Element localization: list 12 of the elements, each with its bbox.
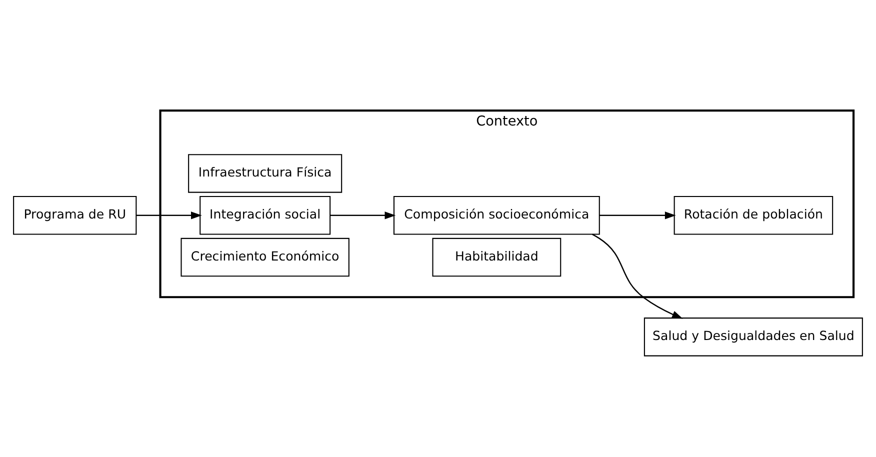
node-box: Infraestructura Física bbox=[188, 154, 342, 192]
node-box: Crecimiento Económico bbox=[180, 237, 350, 276]
arrow bbox=[136, 211, 202, 219]
node-box: Habitabilidad bbox=[432, 237, 562, 276]
node-box: Salud y Desigualdades en Salud bbox=[644, 317, 863, 356]
node-box: Programa de RU bbox=[13, 195, 137, 234]
node-box: Integración social bbox=[200, 195, 331, 234]
node-box: Composición socioeconómica bbox=[393, 195, 600, 234]
node-box: Rotación de población bbox=[674, 195, 834, 234]
arrow bbox=[599, 211, 676, 219]
arrow bbox=[330, 211, 396, 219]
arrow bbox=[592, 233, 683, 318]
